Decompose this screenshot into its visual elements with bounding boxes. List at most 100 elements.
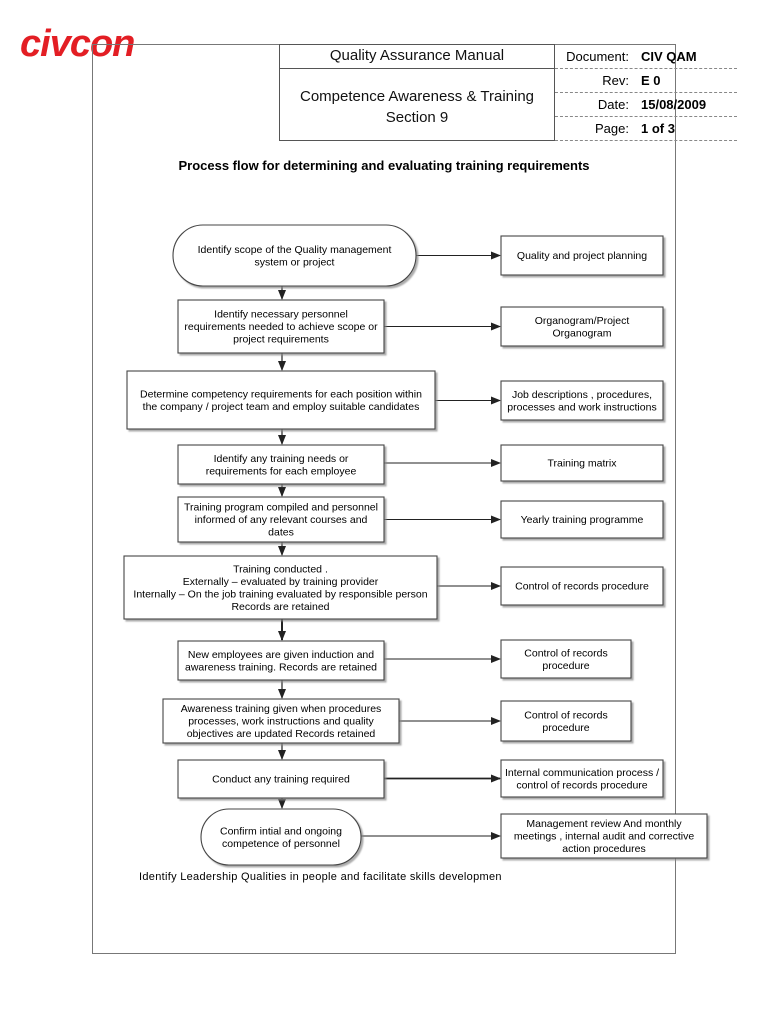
meta-value: E 0 [641, 73, 661, 88]
process-step-text: Records are retained [231, 601, 329, 613]
process-step-shape [200, 808, 362, 866]
process-step-text: competence of personnel [222, 838, 340, 850]
process-step-text: Identify necessary personnel [214, 309, 348, 321]
process-step-text: informed of any relevant courses and [195, 514, 368, 526]
process-step-text: project requirements [233, 334, 329, 346]
meta-document: Document: CIV QAM [555, 44, 737, 69]
process-step-text: Externally – evaluated by training provi… [183, 576, 379, 588]
output-document-text: Control of records [524, 647, 607, 659]
process-step-shape [177, 496, 385, 543]
output-document: Quality and project planning [500, 235, 664, 276]
output-document-text: Management review And monthly [526, 818, 682, 830]
process-step-text: Awareness training given when procedures [181, 703, 382, 715]
process-step-shape [177, 640, 385, 681]
meta-date: Date: 15/08/2009 [555, 92, 737, 117]
output-document-text: Yearly training programme [521, 514, 644, 526]
process-step-text: requirements needed to achieve scope or [184, 321, 378, 333]
output-document-shape [500, 500, 664, 539]
process-step-text: Training conducted . [233, 563, 328, 575]
civcon-logo: civcon [20, 23, 135, 64]
meta-label: Rev: [602, 73, 629, 88]
process-step-text: system or project [255, 256, 335, 268]
output-document: Training matrix [500, 444, 664, 482]
output-document-shape [500, 639, 632, 679]
output-document: Internal communication process /control … [500, 759, 664, 798]
section-title: Competence Awareness & Training Section … [279, 86, 555, 128]
meta-value: CIV QAM [641, 49, 697, 64]
output-document-text: Control of records [524, 709, 607, 721]
meta-value: 1 of 3 [641, 121, 675, 136]
logo-text: civcon [20, 23, 134, 64]
footer-note: Identify Leadership Qualities in people … [139, 871, 502, 883]
meta-value: 15/08/2009 [641, 97, 707, 112]
process-step-text: Determine competency requirements for ea… [140, 388, 422, 400]
process-step-shape [177, 444, 385, 485]
section-title-line2: Section 9 [385, 109, 449, 126]
output-document-text: Quality and project planning [517, 250, 647, 262]
process-step-shape [162, 698, 400, 744]
process-step-text: Identify scope of the Quality management [198, 244, 392, 256]
header-divider [279, 68, 555, 69]
process-step: Training conducted .Externally – evaluat… [123, 555, 438, 620]
process-step-text: Training program compiled and personnel [184, 502, 378, 514]
output-document-shape [500, 444, 664, 482]
output-document-shape [500, 759, 664, 798]
flow-nodes: Identify scope of the Quality management… [123, 224, 708, 866]
process-step-text: Identify any training needs or [214, 453, 349, 465]
section-title-line1: Competence Awareness & Training [299, 88, 535, 105]
output-document: Job descriptions , procedures,processes … [500, 380, 664, 421]
process-step-shape [172, 224, 417, 287]
header-title-box [279, 44, 555, 141]
process-step-text: the company / project team and employ su… [143, 401, 420, 413]
output-document-text: processes and work instructions [507, 401, 656, 413]
meta-label: Page: [595, 121, 629, 136]
process-step: Identify necessary personnelrequirements… [177, 299, 385, 354]
process-step-shape [123, 555, 438, 620]
process-step-text: New employees are given induction and [188, 649, 374, 661]
output-document-text: Organogram [553, 327, 612, 339]
meta-page: Page: 1 of 3 [555, 116, 737, 141]
meta-rev: Rev: E 0 [555, 68, 737, 93]
process-step: Training program compiled and personneli… [177, 496, 385, 543]
output-document-shape [500, 566, 664, 606]
output-document-text: Control of records procedure [515, 581, 649, 593]
document-heading: Process flow for determining and evaluat… [178, 158, 590, 173]
output-document-text: meetings , internal audit and corrective [514, 831, 695, 843]
process-step-shape [177, 299, 385, 354]
output-document-text: Organogram/Project [535, 315, 630, 327]
manual-title: Quality Assurance Manual [329, 47, 505, 64]
output-document-text: procedure [542, 660, 589, 672]
output-document-shape [500, 813, 708, 859]
process-step-text: awareness training. Records are retained [185, 661, 377, 673]
meta-label: Date: [597, 97, 629, 112]
output-document-text: action procedures [562, 843, 645, 855]
process-step: Identify scope of the Quality management… [172, 224, 417, 287]
process-step-text: requirements for each employee [206, 465, 357, 477]
output-document-text: procedure [542, 722, 589, 734]
output-document-shape [500, 306, 664, 347]
process-step: Determine competency requirements for ea… [126, 370, 436, 430]
process-step: Identify any training needs orrequiremen… [177, 444, 385, 485]
process-step-text: objectives are updated Records retained [187, 728, 376, 740]
process-step: New employees are given induction andawa… [177, 640, 385, 681]
output-document: Control of records procedure [500, 566, 664, 606]
process-step: Conduct any training required [177, 759, 385, 799]
output-document: Yearly training programme [500, 500, 664, 539]
output-document-text: Internal communication process / [505, 767, 659, 779]
output-document-shape [500, 380, 664, 421]
output-document-shape [500, 235, 664, 276]
process-step-text: Conduct any training required [212, 774, 350, 786]
process-step: Awareness training given when procedures… [162, 698, 400, 744]
process-step-shape [126, 370, 436, 430]
meta-label: Document: [566, 49, 629, 64]
output-document-shape [500, 700, 632, 742]
output-document-text: control of records procedure [516, 779, 647, 791]
process-step-text: Confirm intial and ongoing [220, 825, 342, 837]
process-step-text: Internally – On the job training evaluat… [133, 588, 427, 600]
